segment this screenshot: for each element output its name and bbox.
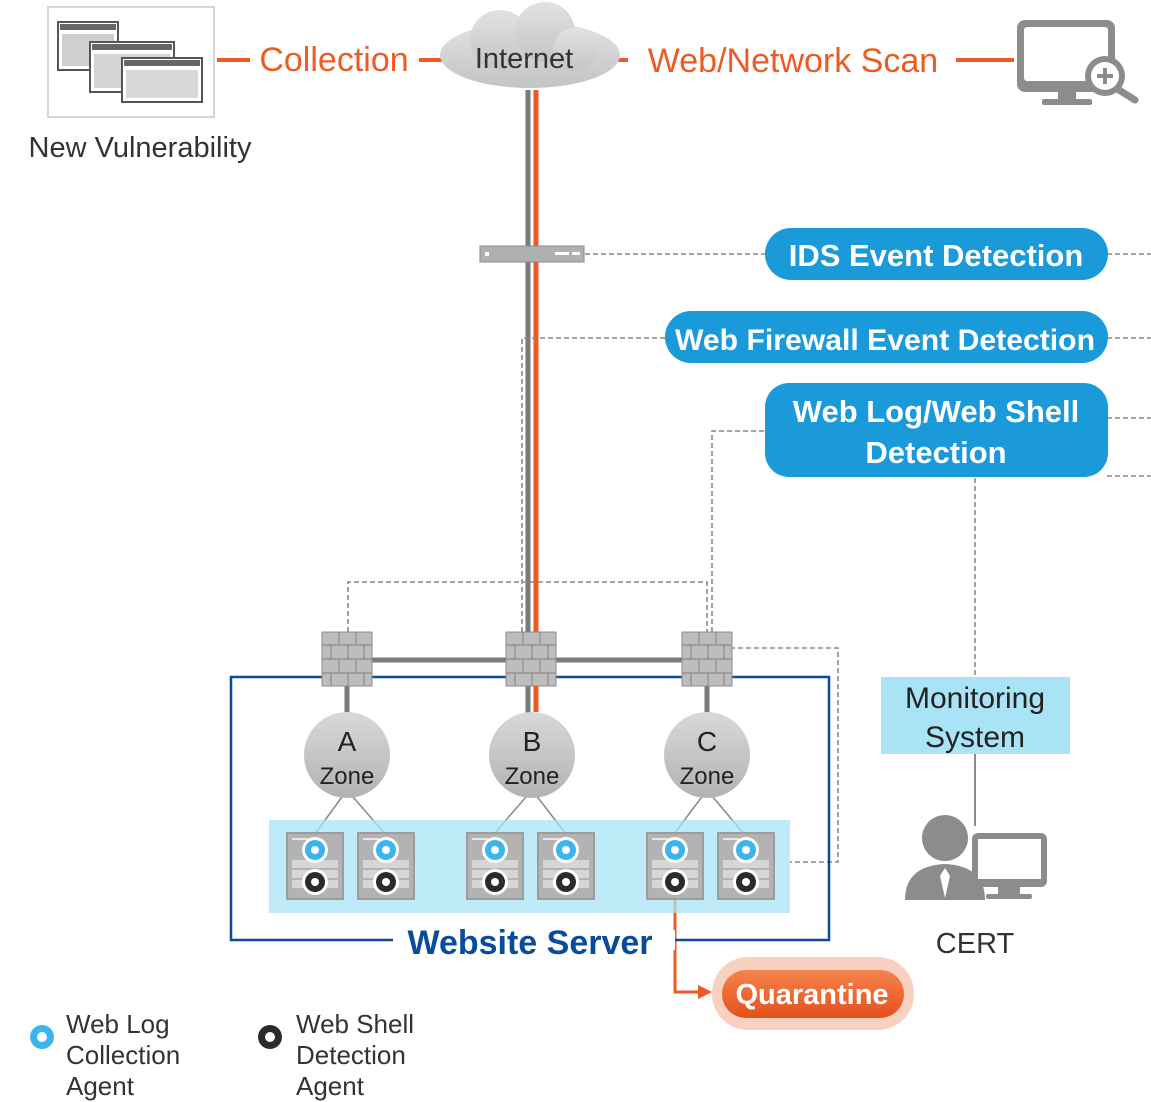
web-firewall-detection-label: Web Firewall Event Detection	[675, 324, 1095, 357]
ids-switch-icon	[479, 245, 585, 263]
web-shell-agent-markers	[302, 869, 759, 895]
web-network-scan-label: Web/Network Scan	[648, 42, 938, 80]
collection-label: Collection	[259, 41, 408, 79]
quarantine-pill	[722, 970, 904, 1018]
zone-b-label: Zone	[505, 763, 560, 790]
web-log-detection-line1: Web Log/Web Shell	[793, 394, 1079, 429]
cert-operator-icon	[905, 815, 1047, 900]
zone-c-letter: C	[697, 726, 717, 757]
server-rack-area	[269, 820, 790, 913]
vulnerability-documents-icon	[47, 6, 215, 118]
ids-event-detection-label: IDS Event Detection	[789, 238, 1084, 273]
zone-a-letter: A	[338, 726, 357, 757]
quarantine-label: Quarantine	[735, 979, 888, 1011]
new-vulnerability-label: New Vulnerability	[29, 132, 252, 164]
internet-cloud-icon	[440, 2, 620, 88]
firewall-icon	[321, 631, 373, 687]
web-log-shell-detection-box	[765, 383, 1108, 477]
firewall-icon	[505, 631, 557, 687]
legend-web-log-line1: Web Log	[66, 1009, 170, 1039]
cert-label: CERT	[936, 928, 1015, 960]
internet-label: Internet	[475, 43, 573, 75]
monitor-scan-icon	[1017, 20, 1139, 105]
website-server-title: Website Server	[407, 924, 652, 962]
monitoring-system-line2: System	[925, 721, 1025, 754]
monitoring-system-line1: Monitoring	[905, 682, 1045, 715]
legend-web-log-marker	[30, 1025, 54, 1049]
zone-b-letter: B	[523, 726, 542, 757]
legend-web-shell-line1: Web Shell	[296, 1009, 414, 1039]
ids-event-detection-pill	[765, 228, 1108, 280]
legend-web-shell-marker	[258, 1025, 282, 1049]
website-server-title-gap	[393, 930, 675, 950]
zone-a-label: Zone	[320, 763, 375, 790]
web-log-detection-line2: Detection	[865, 435, 1006, 470]
legend-web-shell-line3: Agent	[296, 1071, 365, 1101]
web-log-agent-markers	[302, 837, 759, 863]
web-firewall-detection-pill	[665, 311, 1108, 363]
monitoring-system-box	[881, 677, 1070, 754]
firewall-icon	[681, 631, 733, 687]
legend-web-log-line2: Collection	[66, 1040, 180, 1070]
legend-web-log-line3: Agent	[66, 1071, 135, 1101]
legend-web-shell-line2: Detection	[296, 1040, 406, 1070]
zone-c-label: Zone	[680, 763, 735, 790]
zone-b-circle	[489, 712, 575, 798]
zone-a-circle	[304, 712, 390, 798]
zone-c-circle	[664, 712, 750, 798]
